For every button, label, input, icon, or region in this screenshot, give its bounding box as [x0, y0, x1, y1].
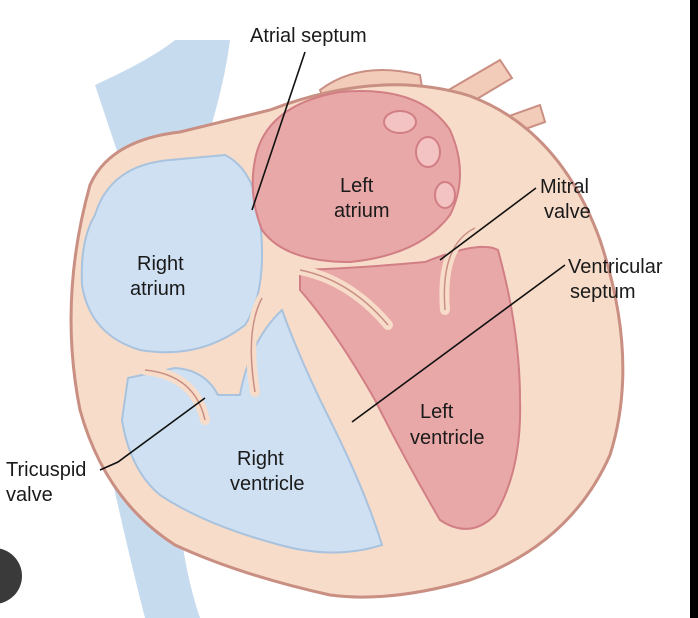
mitral-valve-leaflets — [295, 223, 480, 330]
label-ventricular-septum-line2: septum — [570, 281, 636, 303]
right-atrium-chamber — [80, 153, 264, 354]
opening-1 — [383, 110, 417, 134]
label-left-ventricle-line1: Left — [420, 401, 454, 423]
opening-2 — [415, 136, 441, 168]
leader-mitral-valve — [439, 187, 537, 261]
leader-tricuspid-valve — [99, 397, 206, 471]
label-tricuspid-valve-line2: valve — [6, 484, 53, 506]
label-ventricular-septum-line1: Ventricular — [568, 256, 663, 278]
label-right-atrium-line1: Right — [137, 253, 184, 275]
mitral-leaflet-right-edge — [443, 227, 476, 311]
leader-ventricular-septum — [351, 264, 566, 423]
label-mitral-valve-line2: valve — [544, 201, 591, 223]
label-right-ventricle-line1: Right — [237, 448, 284, 470]
label-atrial-septum: Atrial septum — [250, 25, 367, 47]
tricuspid-leaflet-left-edge — [144, 369, 206, 421]
tricuspid-valve-leaflets — [140, 293, 267, 425]
corner-round-button[interactable] — [0, 548, 22, 604]
leader-atrial-septum — [251, 51, 306, 211]
opening-3 — [434, 181, 456, 209]
tricuspid-leaflet-right-edge — [250, 297, 263, 393]
label-tricuspid-valve-line1: Tricuspid — [6, 459, 86, 481]
label-left-atrium-line1: Left — [340, 175, 374, 197]
left-ventricle-chamber — [299, 245, 522, 530]
label-mitral-valve-line1: Mitral — [540, 176, 589, 198]
leader-lines — [99, 51, 566, 471]
label-left-ventricle-line2: ventricle — [410, 427, 484, 449]
pulmonary-openings — [383, 110, 456, 209]
label-right-ventricle-line2: ventricle — [230, 473, 304, 495]
labels: Atrial septum Left atrium Mitral valve R… — [6, 25, 663, 506]
left-atrium-chamber — [251, 90, 461, 264]
mitral-leaflet-left-edge — [299, 269, 389, 326]
label-right-atrium-line2: atrium — [130, 278, 186, 300]
right-edge-strip — [690, 0, 698, 618]
right-ventricle-chamber — [120, 308, 384, 554]
label-left-atrium-line2: atrium — [334, 200, 390, 222]
